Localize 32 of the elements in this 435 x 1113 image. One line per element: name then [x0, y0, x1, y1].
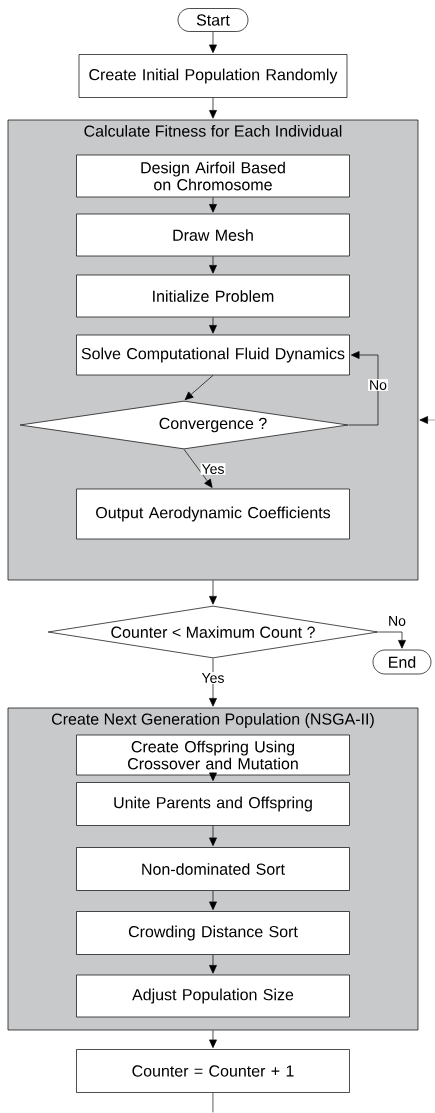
arrow: [183, 449, 213, 488]
arrow: [209, 580, 217, 605]
arrow: [209, 658, 217, 707]
arrow: [209, 772, 217, 782]
arrow: [209, 97, 217, 119]
process-box: Output Aerodynamic Coefficients: [76, 488, 350, 540]
edge-label: Yes: [200, 672, 226, 684]
arrow: [348, 351, 379, 426]
process-box: Crowding Distance Sort: [76, 911, 350, 955]
arrow: [378, 631, 406, 649]
edge-label: Yes: [200, 463, 226, 475]
process-box: Initialize Problem: [76, 274, 350, 318]
process-box: Solve Computational Fluid Dynamics: [76, 334, 350, 376]
arrow: [209, 31, 217, 54]
arrow: [209, 890, 217, 911]
arrow: [209, 1030, 217, 1049]
arrow: [209, 197, 217, 213]
process-box: Design Airfoil Based on Chromosome: [76, 154, 350, 198]
process-box: Adjust Population Size: [76, 974, 350, 1018]
arrow: [209, 317, 217, 334]
arrow: [184, 375, 214, 401]
arrow: [209, 954, 217, 974]
process-box: Unite Parents and Offspring: [76, 782, 350, 826]
arrow: [209, 825, 217, 847]
edge-label: No: [387, 615, 407, 627]
arrow: [209, 256, 217, 274]
edge-label: No: [368, 379, 388, 391]
process-box: Create Offspring Using Crossover and Mutation: [76, 734, 350, 776]
process-box: Non-dominated Sort: [76, 847, 350, 891]
process-box: Create Initial Population Randomly: [78, 54, 348, 98]
process-box: Draw Mesh: [76, 213, 350, 257]
process-box: Counter = Counter + 1: [76, 1049, 350, 1093]
